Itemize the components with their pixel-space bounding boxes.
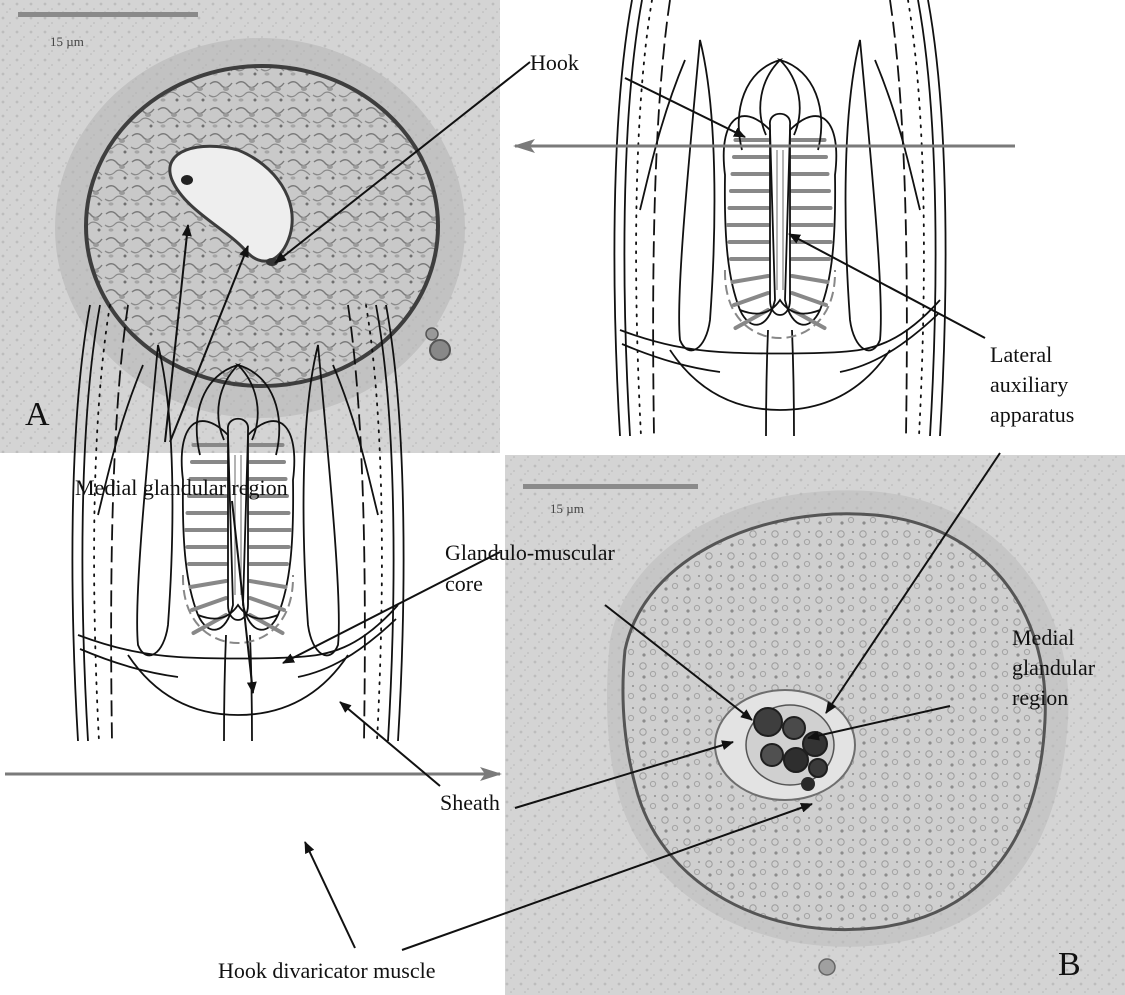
label-medial-b-2: glandular (1012, 655, 1096, 680)
label-sheath: Sheath (440, 790, 500, 815)
glandulo-muscular-core (724, 60, 837, 338)
label-hook: Hook (530, 50, 579, 75)
label-lateral-2: auxiliary (990, 372, 1068, 397)
body-wall (614, 0, 945, 436)
scale-text-a: 15 µm (50, 34, 84, 49)
panel-letter-b: B (1058, 946, 1081, 983)
panel-a-micrograph: 15 µm A (0, 0, 500, 453)
scale-text-b: 15 µm (550, 501, 584, 516)
label-medial-b-3: region (1012, 685, 1068, 710)
apparatus-drawing-top (614, 0, 945, 436)
label-medial-b-1: Medial (1012, 625, 1074, 650)
label-lateral-1: Lateral (990, 342, 1052, 367)
label-gm-core-2: core (445, 571, 483, 596)
arrow-hook-to-drawing (625, 78, 745, 137)
label-hook-divaricator: Hook divaricator muscle (218, 958, 436, 983)
scale-bar-a (18, 12, 198, 17)
label-lateral-3: apparatus (990, 402, 1074, 427)
panel-b-micrograph: 15 µm B (505, 455, 1125, 995)
scale-bar-b (523, 484, 698, 489)
arrow-divaricator-to-drawing (305, 842, 355, 948)
panel-letter-a: A (25, 396, 50, 433)
label-medial-glandular-region: Medial glandular region (75, 475, 288, 500)
label-gm-core-1: Glandulo-muscular (445, 540, 616, 565)
